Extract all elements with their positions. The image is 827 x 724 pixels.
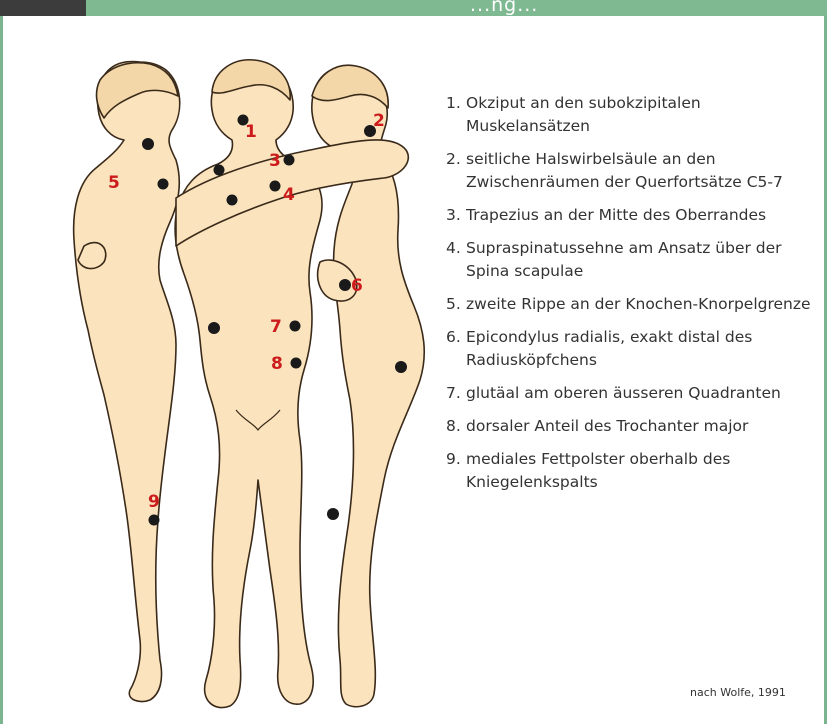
marker-2: 2 [373, 111, 385, 131]
legend-text: Okziput an den subokzipitalen Muskelansä… [466, 94, 701, 135]
tender-point-legend: 1.Okziput an den subokzipitalen Muskelan… [446, 92, 816, 504]
dot-8 [291, 358, 302, 369]
legend-number: 8. [446, 415, 461, 438]
legend-number: 4. [446, 237, 461, 260]
dot-8b [395, 361, 407, 373]
marker-7: 7 [270, 317, 282, 337]
dot-7b [208, 322, 220, 334]
marker-4: 4 [283, 185, 295, 205]
legend-item: 4.Supraspinatussehne am Ansatz über der … [446, 237, 816, 283]
dot-3 [284, 155, 295, 166]
marker-3: 3 [269, 151, 281, 171]
marker-8: 8 [271, 354, 283, 374]
legend-text: zweite Rippe an der Knochen-Knorpelgrenz… [466, 295, 811, 313]
legend-item: 2.seitliche Halswirbelsäule an den Zwisc… [446, 148, 816, 194]
dot-5 [158, 179, 169, 190]
dot-6 [339, 279, 351, 291]
marker-1: 1 [245, 122, 257, 142]
legend-number: 9. [446, 448, 461, 471]
dot-9b [327, 508, 339, 520]
legend-text: dorsaler Anteil des Trochanter major [466, 417, 748, 435]
dot-4b [227, 195, 238, 206]
legend-number: 2. [446, 148, 461, 171]
legend-item: 6.Epicondylus radialis, exakt distal des… [446, 326, 816, 372]
legend-number: 3. [446, 204, 461, 227]
legend-item: 1.Okziput an den subokzipitalen Muskelan… [446, 92, 816, 138]
legend-text: Supraspinatussehne am Ansatz über der Sp… [466, 239, 782, 280]
legend-text: glutäal am oberen äusseren Quadranten [466, 384, 781, 402]
legend-text: Epicondylus radialis, exakt distal des R… [466, 328, 752, 369]
legend-item: 7. glutäal am oberen äusseren Quadranten [446, 382, 816, 405]
source-credit: nach Wolfe, 1991 [690, 686, 786, 699]
marker-5: 5 [108, 173, 120, 193]
dot-9 [149, 515, 160, 526]
legend-item: 3. Trapezius an der Mitte des Oberrandes [446, 204, 816, 227]
dot-4 [270, 181, 281, 192]
marker-6: 6 [351, 276, 363, 296]
legend-text: mediales Fettpolster oberhalb des Kniege… [466, 450, 730, 491]
legend-number: 5. [446, 293, 461, 316]
left-figure [74, 62, 180, 702]
marker-9: 9 [148, 492, 160, 512]
dot-7 [290, 321, 301, 332]
dot-3b [214, 165, 225, 176]
legend-text: seitliche Halswirbelsäule an den Zwische… [466, 150, 783, 191]
legend-number: 7. [446, 382, 461, 405]
legend-text: Trapezius an der Mitte des Oberrandes [466, 206, 766, 224]
legend-item: 8. dorsaler Anteil des Trochanter major [446, 415, 816, 438]
legend-number: 6. [446, 326, 461, 349]
dot-5-neck [142, 138, 154, 150]
legend-number: 1. [446, 92, 461, 115]
legend-item: 5. zweite Rippe an der Knochen-Knorpelgre… [446, 293, 816, 316]
legend-item: 9.mediales Fettpolster oberhalb des Knie… [446, 448, 816, 494]
